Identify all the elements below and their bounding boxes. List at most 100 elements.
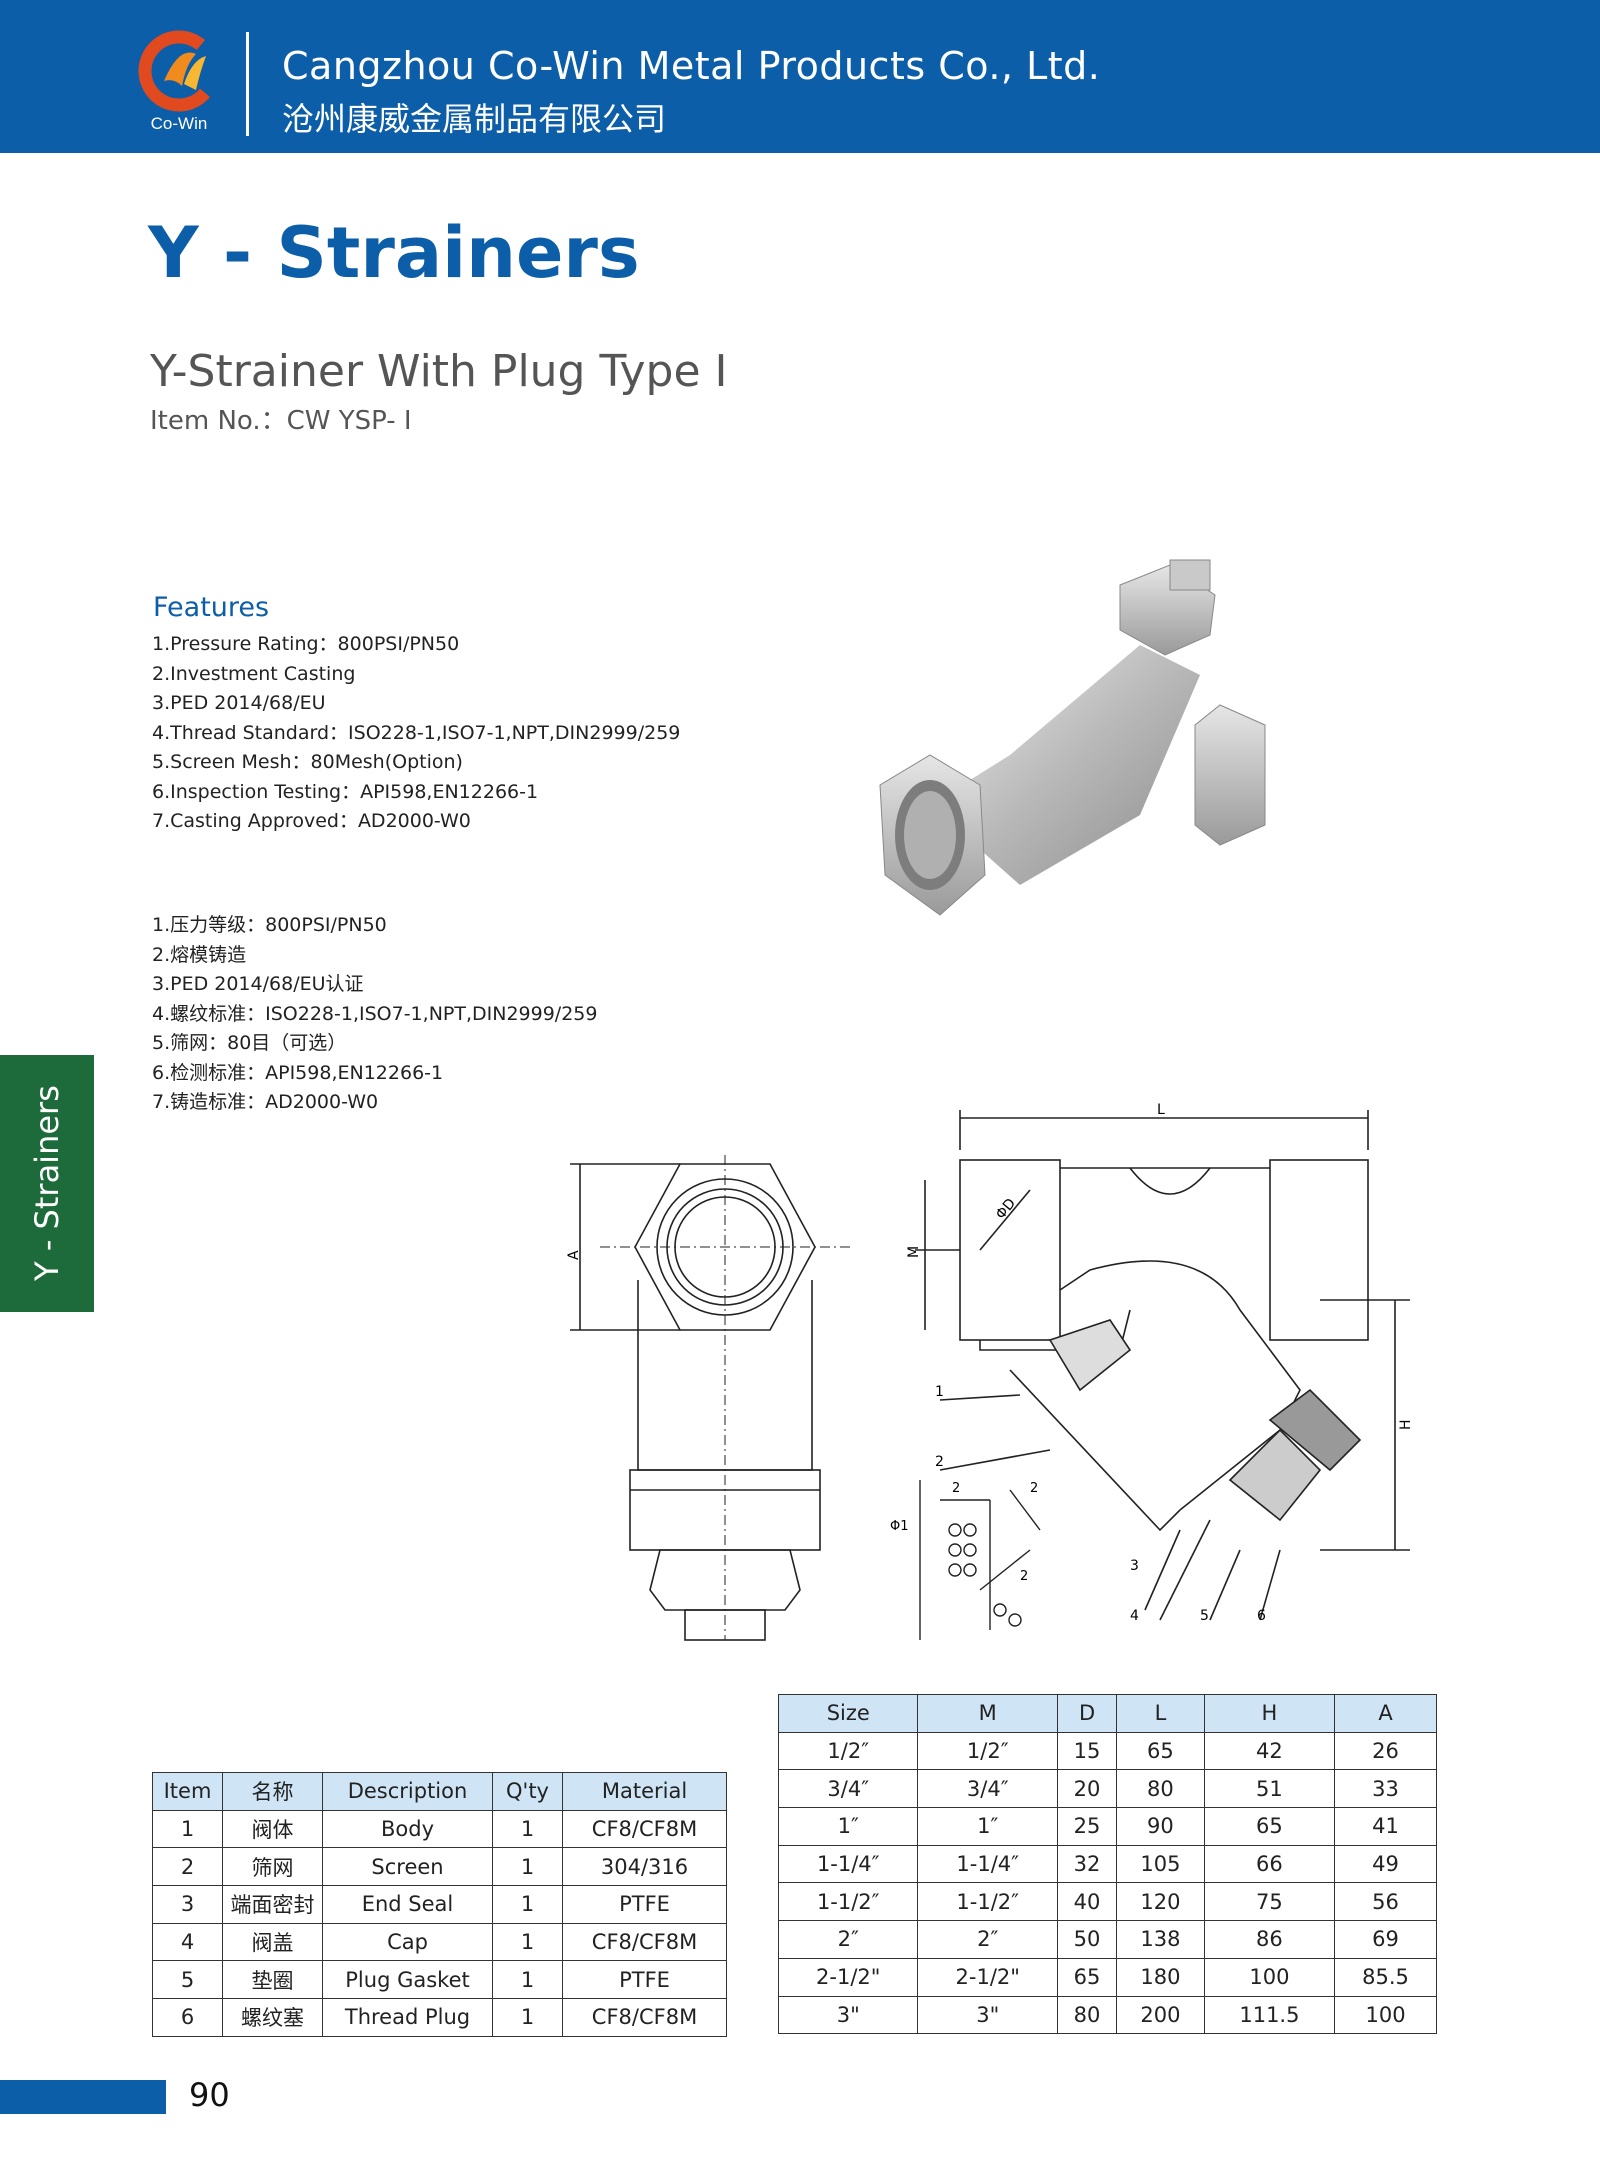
table-cell: 138 (1116, 1920, 1205, 1959)
table-cell: 65 (1203, 1807, 1336, 1846)
table-cell: PTFE (562, 1885, 727, 1924)
feature-item-cn: 4.螺纹标准：ISO228-1,ISO7-1,NPT,DIN2999/259 (152, 1002, 598, 1025)
detail-dim-phi: Φ1 (890, 1519, 909, 1534)
table-cell: 阀体 (222, 1809, 323, 1849)
page-title: Y - Strainers (148, 212, 640, 294)
logo-icon (138, 30, 220, 112)
table-cell: 26 (1334, 1731, 1437, 1771)
column-header: 名称 (222, 1772, 323, 1811)
table-cell: 85.5 (1334, 1957, 1437, 1997)
product-photo (879, 559, 1266, 916)
table-header-row: Item 名称 Description Q'ty Material (152, 1772, 727, 1811)
table-cell: 3/4″ (777, 1769, 919, 1809)
table-cell: CF8/CF8M (562, 1998, 727, 2037)
table-cell: 1 (492, 1998, 563, 2037)
feature-item: 3.PED 2014/68/EU (152, 692, 326, 714)
table-cell: 25 (1056, 1807, 1118, 1846)
table-cell: 1 (492, 1809, 563, 1849)
table-cell: 20 (1056, 1769, 1118, 1809)
table-cell: 1″ (777, 1807, 919, 1846)
table-cell: 1 (492, 1960, 563, 2000)
side-tab-label: Y - Strainers (28, 1085, 66, 1281)
feature-item-cn: 3.PED 2014/68/EU认证 (152, 973, 364, 995)
header-divider (246, 32, 249, 136)
column-header: Size (777, 1694, 919, 1733)
table-cell: 3" (917, 1995, 1058, 2035)
table-cell: 1-1/4″ (917, 1844, 1058, 1884)
table-cell: Body (322, 1809, 493, 1849)
table-cell: 1-1/2″ (777, 1882, 919, 1922)
table-cell: 螺纹塞 (222, 1998, 323, 2037)
table-cell: 垫圈 (222, 1960, 323, 2000)
table-cell: Screen (322, 1847, 493, 1887)
table-cell: 1 (492, 1847, 563, 1887)
table-cell: Thread Plug (322, 1998, 493, 2037)
table-cell: 4 (152, 1922, 223, 1962)
callout-2: 2 (935, 1454, 944, 1470)
table-cell: 3/4″ (917, 1769, 1058, 1809)
table-cell: 5 (152, 1960, 223, 2000)
features-heading: Features (153, 592, 270, 623)
feature-item-cn: 7.铸造标准：AD2000-W0 (152, 1091, 379, 1113)
table-cell: Plug Gasket (322, 1960, 493, 2000)
table-cell: 端面密封 (222, 1885, 323, 1924)
product-title: Y-Strainer With Plug Type Ⅰ (150, 346, 728, 397)
table-cell: 1/2″ (917, 1731, 1058, 1771)
company-logo: Co-Win (134, 26, 224, 136)
table-cell: 15 (1056, 1731, 1118, 1771)
column-header: Item (152, 1772, 223, 1811)
table-cell: 100 (1203, 1957, 1336, 1997)
table-cell: 33 (1334, 1769, 1437, 1809)
callout-4: 4 (1130, 1608, 1139, 1624)
feature-item: 7.Casting Approved：AD2000-W0 (152, 810, 471, 832)
table-cell: 1 (492, 1922, 563, 1962)
table-cell: 50 (1056, 1920, 1118, 1959)
table-cell: 65 (1056, 1957, 1118, 1997)
feature-item: 5.Screen Mesh：80Mesh(Option) (152, 751, 463, 773)
table-cell: CF8/CF8M (562, 1809, 727, 1849)
column-header: M (917, 1694, 1058, 1733)
column-header: Material (562, 1772, 727, 1811)
table-cell: 105 (1116, 1844, 1205, 1884)
callout-6: 6 (1257, 1608, 1266, 1624)
column-header: Description (322, 1772, 493, 1811)
table-cell: 2″ (777, 1920, 919, 1959)
section-side-tab: Y - Strainers (0, 1055, 94, 1312)
column-header: L (1116, 1694, 1205, 1733)
table-cell: 1/2″ (777, 1731, 919, 1771)
table-cell: 100 (1334, 1995, 1437, 2035)
logo-text: Co-Win (150, 114, 208, 133)
table-cell: 1-1/4″ (777, 1844, 919, 1884)
column-header: H (1203, 1694, 1336, 1733)
table-cell: 90 (1116, 1807, 1205, 1846)
dim-H-label: H (1398, 1419, 1414, 1430)
callout-1: 1 (935, 1384, 944, 1400)
side-view-drawing: L M ΦD H 1 2 3 4 5 6 (906, 1102, 1414, 1624)
table-cell: CF8/CF8M (562, 1922, 727, 1962)
table-cell: 1 (152, 1809, 223, 1849)
feature-item: 1.Pressure Rating：800PSI/PN50 (152, 633, 460, 655)
column-header: Q'ty (492, 1772, 563, 1811)
table-cell: 1″ (917, 1807, 1058, 1846)
feature-item: 6.Inspection Testing：API598,EN12266-1 (152, 780, 539, 803)
callout-3: 3 (1130, 1558, 1139, 1574)
feature-item: 2.Investment Casting (152, 662, 356, 685)
footer-bar (0, 2080, 166, 2114)
feature-item-cn: 6.检测标准：API598,EN12266-1 (152, 1061, 444, 1084)
table-cell: 86 (1203, 1920, 1336, 1959)
feature-item-cn: 5.筛网：80目（可选） (152, 1032, 347, 1054)
front-view-drawing: A (566, 1155, 850, 1641)
dim-D-label: ΦD (993, 1196, 1019, 1223)
feature-item: 4.Thread Standard：ISO228-1,ISO7-1,NPT,DI… (152, 721, 681, 744)
company-name-cn: 沧州康威金属制品有限公司 (282, 100, 667, 138)
dim-L-label: L (1157, 1102, 1165, 1118)
mesh-detail-drawing: 2 2 2 Φ1 (890, 1480, 1041, 1640)
